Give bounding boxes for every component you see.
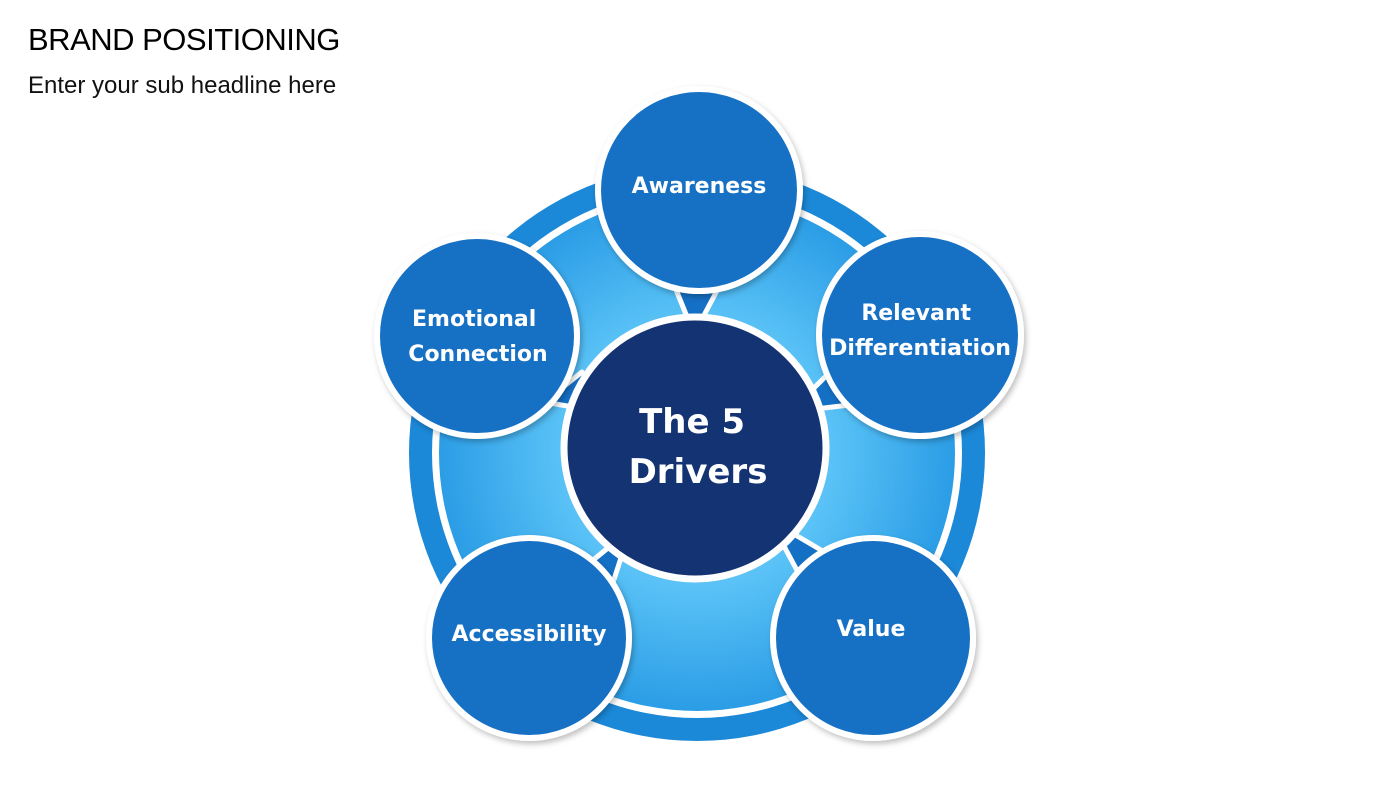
page-title: BRAND POSITIONING — [28, 22, 340, 57]
driver-emotional-connection-label: Emotional Connection — [408, 307, 547, 367]
center-label-line-1: The 5 — [639, 402, 745, 442]
driver-accessibility — [426, 535, 632, 741]
driver-accessibility-label: Accessibility — [452, 622, 607, 647]
driver-accessibility-circle — [426, 535, 632, 741]
driver-relevant-differentiation-label: Relevant Differentiation — [829, 301, 1011, 361]
center-label: The 5 Drivers — [629, 402, 768, 492]
driver-awareness-circle — [595, 86, 803, 294]
driver-value-label: Value — [837, 617, 906, 642]
driver-relevant-differentiation-label-line-1: Relevant — [861, 301, 971, 326]
driver-emotional-connection-circle — [374, 233, 580, 439]
driver-relevant-differentiation-circle — [816, 231, 1024, 439]
center-circle — [560, 313, 830, 583]
driver-value-circle — [770, 535, 976, 741]
page-subtitle: Enter your sub headline here — [28, 72, 337, 99]
driver-awareness-label-line-1: Awareness — [632, 174, 767, 199]
driver-value — [770, 535, 976, 741]
driver-emotional-connection — [374, 233, 580, 439]
driver-emotional-connection-label-line-1: Emotional — [412, 307, 536, 332]
driver-awareness-label: Awareness — [632, 174, 767, 199]
driver-emotional-connection-label-line-2: Connection — [408, 342, 547, 367]
driver-relevant-differentiation — [816, 231, 1024, 439]
driver-awareness — [595, 86, 803, 294]
driver-accessibility-label-line-1: Accessibility — [452, 622, 607, 647]
driver-relevant-differentiation-label-line-2: Differentiation — [829, 336, 1011, 361]
center-label-line-2: Drivers — [629, 452, 768, 492]
driver-value-label-line-1: Value — [837, 617, 906, 642]
